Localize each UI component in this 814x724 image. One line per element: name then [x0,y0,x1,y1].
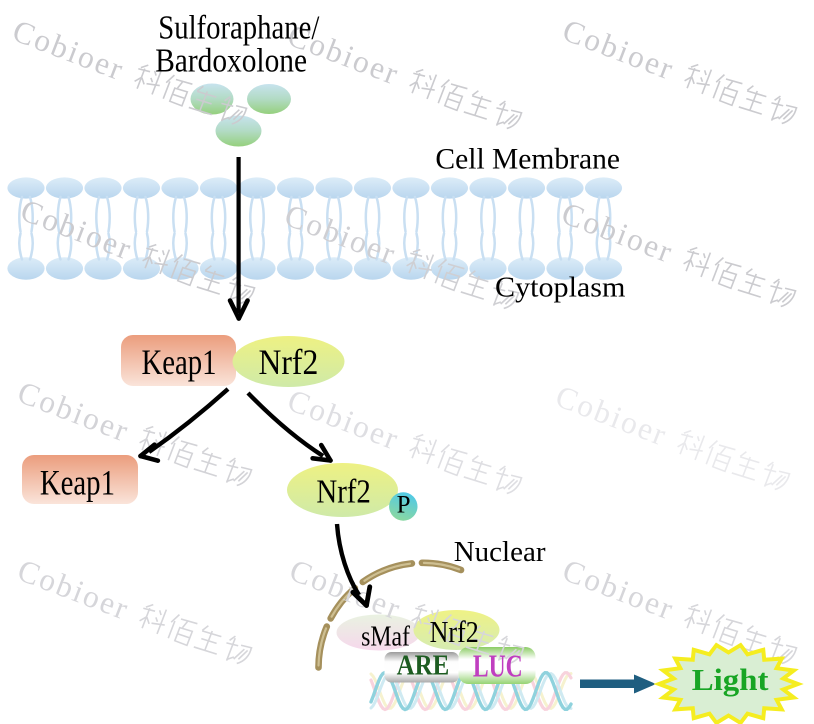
svg-text:Cell Membrane: Cell Membrane [435,142,620,175]
svg-text:Nrf2: Nrf2 [259,343,319,382]
svg-text:Nuclear: Nuclear [454,536,546,568]
svg-text:Cytoplasm: Cytoplasm [495,272,626,303]
svg-text:Nrf2: Nrf2 [316,472,371,510]
svg-text:Bardoxolone: Bardoxolone [155,41,307,78]
svg-text:LUC: LUC [473,649,523,684]
svg-text:sMaf: sMaf [361,619,410,652]
svg-text:ARE: ARE [397,649,450,681]
svg-text:Keap1: Keap1 [40,464,115,504]
svg-text:Nrf2: Nrf2 [430,615,479,650]
svg-text:Keap1: Keap1 [141,343,216,383]
svg-text:P: P [397,492,411,519]
svg-text:Sulforaphane/: Sulforaphane/ [158,8,319,46]
svg-text:Light: Light [692,663,769,697]
